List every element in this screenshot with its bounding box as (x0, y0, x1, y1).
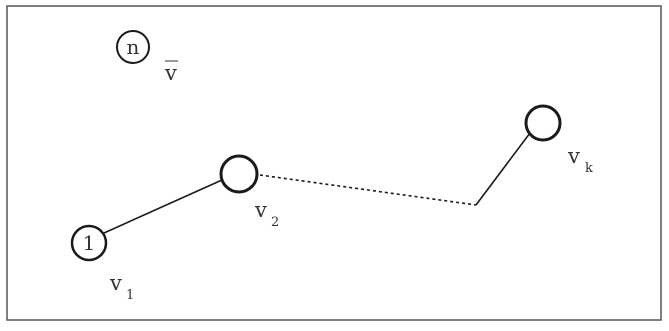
diagram-frame (6, 5, 662, 321)
node-vk-label-sub: k (585, 161, 593, 176)
node-v2-label: v 2 (254, 198, 279, 230)
node-vk-label: v k (567, 144, 593, 176)
node-v1-label-sub: 1 (126, 288, 134, 303)
node-vk-label-main: v (567, 144, 580, 168)
edge-v1-v2 (103, 179, 223, 234)
node-v1-label: v 1 (109, 271, 134, 303)
node-v2-label-main: v (254, 198, 267, 222)
node-v1-circle-text: 1 (83, 231, 96, 255)
node-n-label-text: v (164, 61, 177, 85)
edge-v2-corner-dotted (259, 174, 477, 206)
node-vk (524, 104, 562, 142)
node-n-label: v (164, 60, 178, 85)
node-v2-circle (219, 154, 259, 194)
node-v2 (219, 154, 259, 194)
node-v1-label-main: v (109, 271, 122, 295)
node-v2-label-sub: 2 (271, 215, 279, 230)
node-n: n (116, 30, 150, 64)
node-n-circle (116, 30, 150, 64)
node-v1: 1 (70, 224, 108, 262)
node-vk-circle (524, 104, 562, 142)
node-n-circle-text: n (127, 35, 140, 59)
node-v1-circle (70, 224, 108, 262)
edge-corner-vk (475, 132, 531, 206)
